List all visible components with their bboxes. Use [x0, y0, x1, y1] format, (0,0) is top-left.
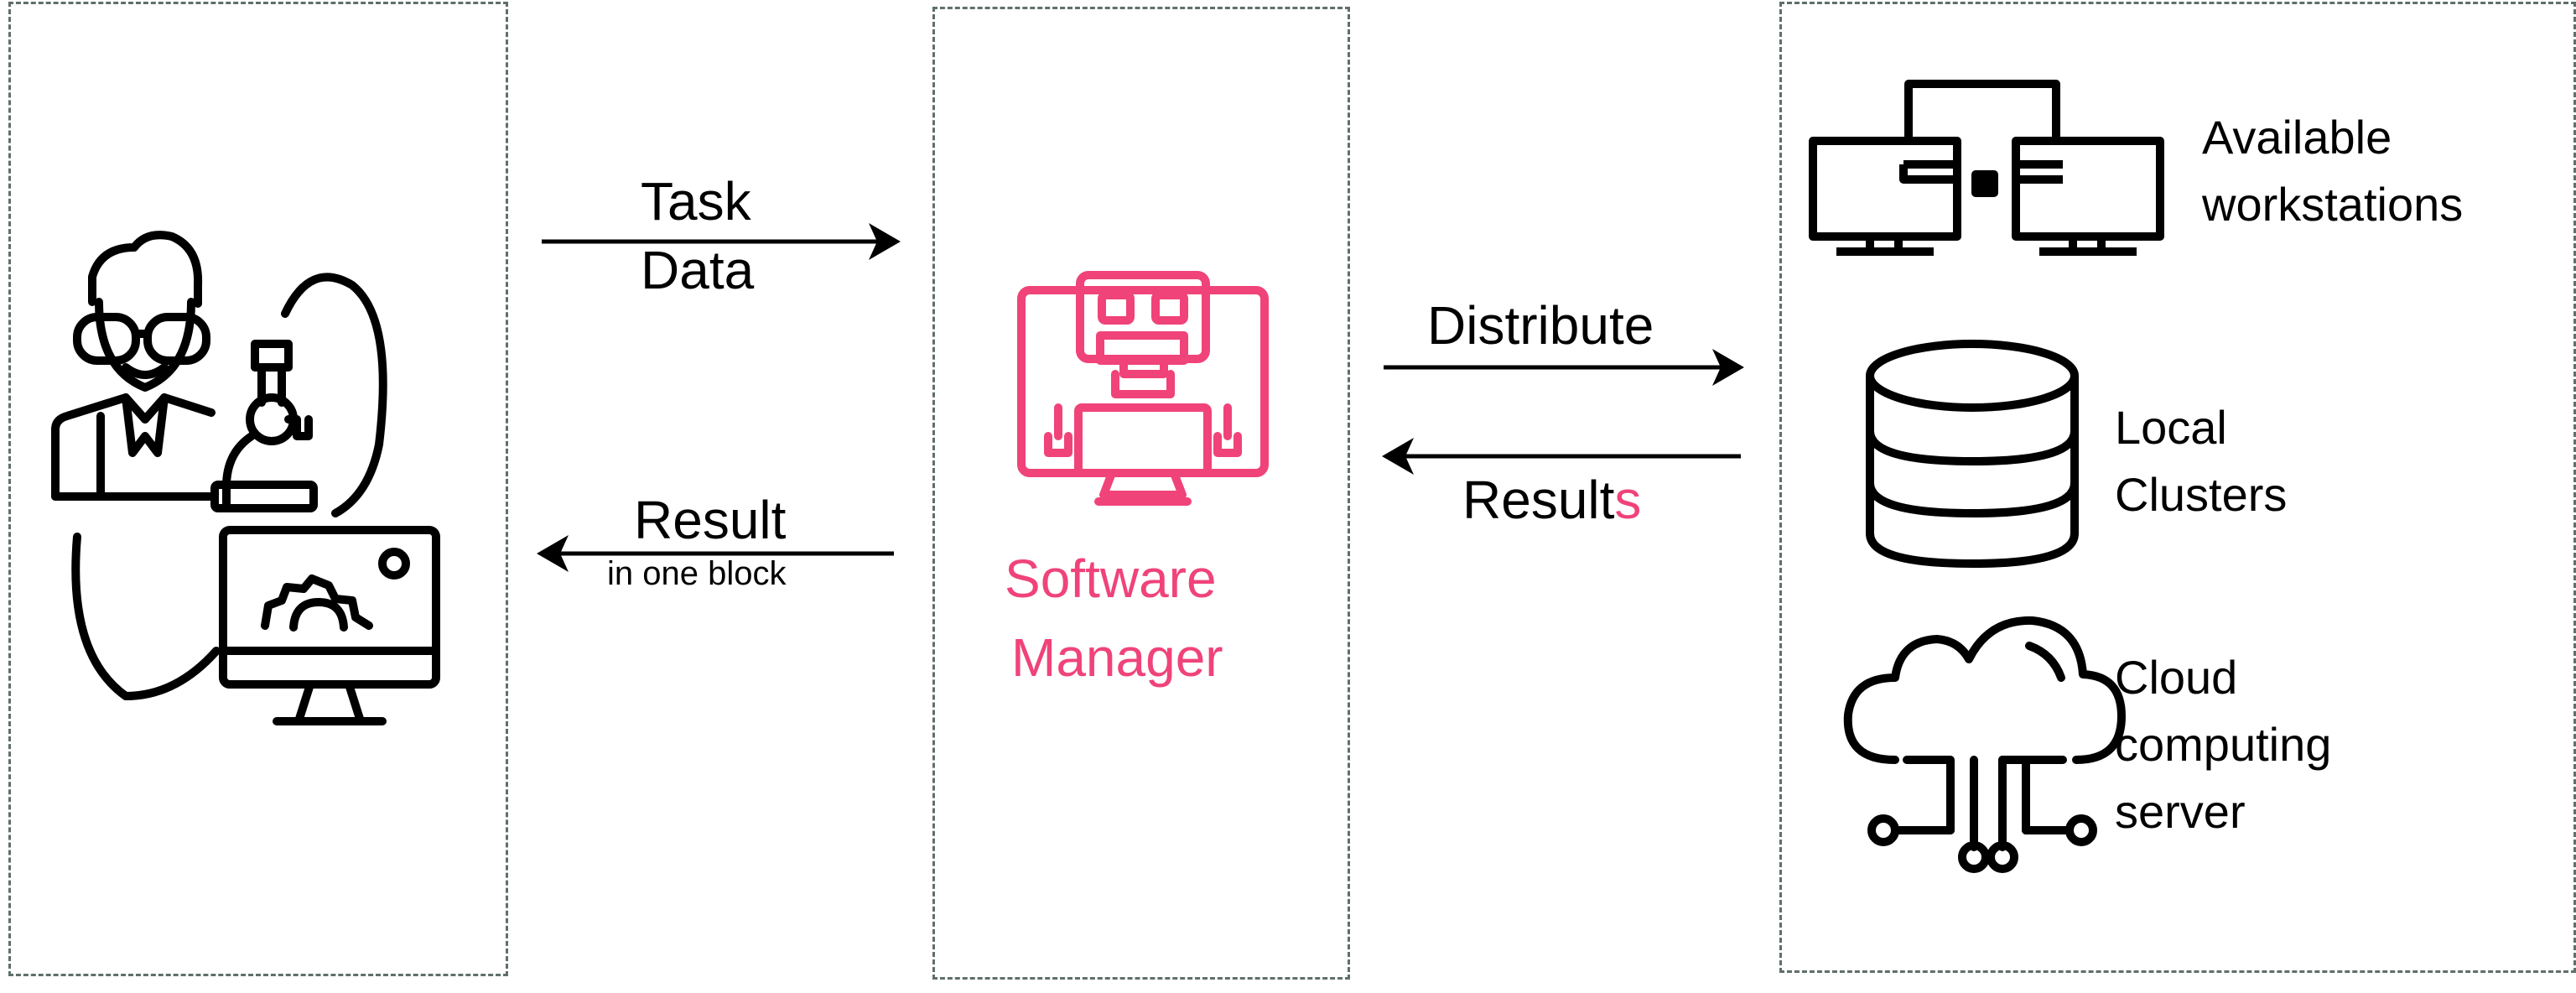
manager-label-line1: Software: [1005, 548, 1217, 609]
manager-label-line2: Manager: [1011, 627, 1223, 688]
cloud-icon: [1843, 616, 2126, 873]
cloud-label: Cloud computing server: [2115, 644, 2331, 845]
scientist-panel: [8, 2, 508, 976]
workstations-label: Available workstations: [2202, 104, 2463, 238]
distribute-label: Distribute: [1427, 295, 1654, 356]
results-label-suffix: s: [1614, 470, 1642, 530]
clusters-label-line2: Clusters: [2115, 468, 2288, 522]
task-data-arrow: [542, 223, 901, 260]
result-sublabel: in one block: [607, 555, 787, 592]
workstations-icon: [1809, 80, 2164, 256]
resources-panel: [1779, 2, 2576, 973]
scientist-icon: [51, 231, 440, 725]
data-label: Data: [641, 240, 755, 300]
workstations-label-line1: Available: [2202, 111, 2392, 164]
results-return-arrow: [1382, 438, 1741, 475]
clusters-label-line1: Local: [2115, 401, 2227, 454]
cloud-label-line1: Cloud: [2115, 651, 2238, 704]
workstations-label-line2: workstations: [2202, 178, 2464, 231]
manager-panel: [932, 7, 1350, 980]
clusters-label: Local Clusters: [2115, 394, 2287, 528]
database-icon: [1866, 340, 2079, 569]
result-label: Result: [634, 490, 787, 550]
results-label: Results: [1462, 473, 1641, 527]
cloud-label-line3: server: [2115, 785, 2246, 839]
task-label: Task: [641, 171, 751, 231]
result-arrow: [537, 535, 894, 572]
robot-icon: [1017, 271, 1269, 506]
results-label-prefix: Result: [1462, 470, 1615, 530]
distribute-arrow: [1384, 349, 1744, 386]
cloud-label-line2: computing: [2115, 718, 2332, 772]
